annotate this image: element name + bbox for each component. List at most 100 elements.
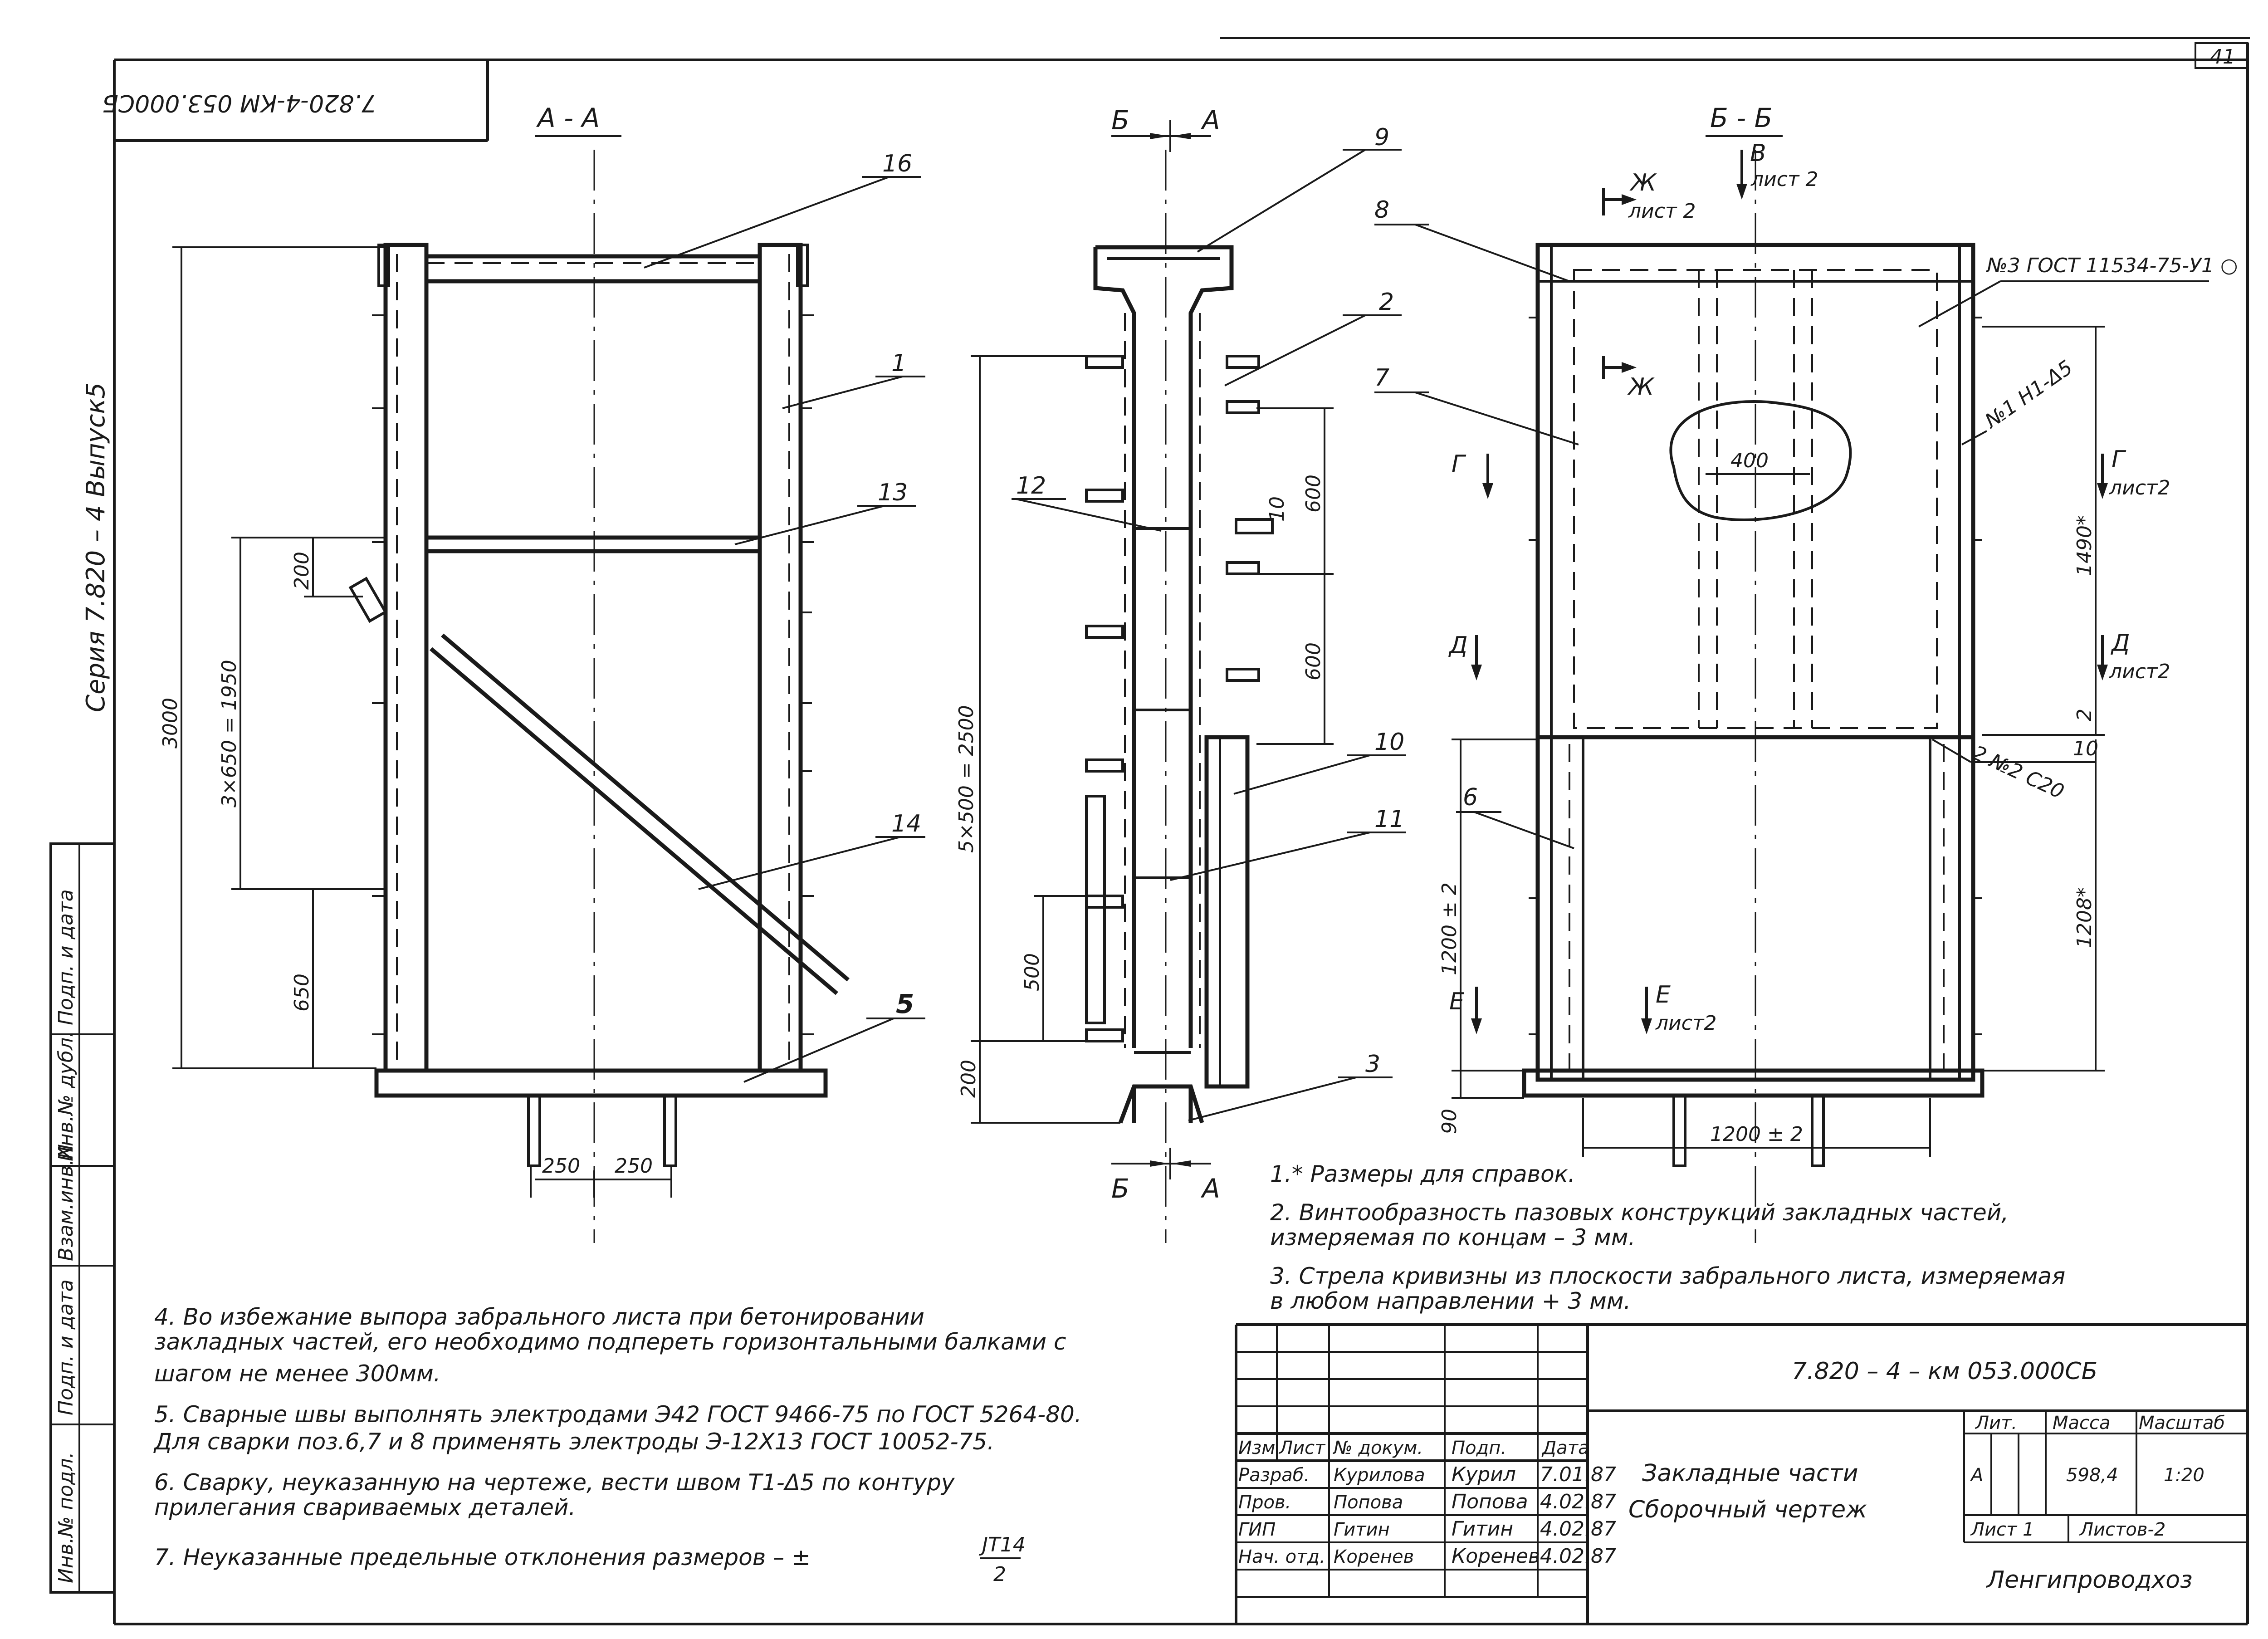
view-a-a-title: А - А	[536, 103, 600, 133]
note-6b: прилегания свариваемых деталей.	[154, 1494, 576, 1521]
bb-weld-3: 2 №2 С20	[1969, 741, 2068, 804]
tb-sign-2: Попова	[1452, 1490, 1528, 1513]
bb-section-d2-ref: лист2	[2109, 660, 2170, 683]
bb-section-e2: Е	[1656, 981, 1671, 1008]
side-stamp-3: Взам.инв.N	[54, 1144, 78, 1261]
bb-dim-400: 400	[1730, 449, 1769, 472]
tb-head-date: Дата	[1541, 1438, 1589, 1458]
side-dim-600-top: 600	[1302, 475, 1325, 513]
aa-dim-250-left: 250	[542, 1155, 580, 1178]
tb-sign-4: Коренев	[1452, 1545, 1540, 1568]
side-callout-2: 2	[1379, 289, 1394, 316]
side-stamp: Подп. и дата Инв.№ дубл. Взам.инв.N Подп…	[49, 842, 116, 1594]
note-3a: 3. Стрела кривизны из плоскости забральн…	[1270, 1263, 2065, 1289]
side-callout-11: 11	[1374, 806, 1404, 833]
tb-head-list: Лист	[1278, 1438, 1326, 1458]
side-callout-12: 12	[1016, 472, 1046, 499]
tb-name-2: Попова	[1334, 1492, 1403, 1513]
side-dim-500: 500	[1021, 953, 1044, 991]
aa-callout-1: 1	[891, 350, 906, 377]
note-2b: измеряемая по концам – 3 мм.	[1270, 1224, 1635, 1251]
bb-section-g1: Г	[1452, 450, 1466, 478]
bb-section-zh2: Ж	[1627, 373, 1655, 401]
note-6a: 6. Сварку, неуказанную на чертеже, вести…	[154, 1469, 955, 1496]
tb-role-4: Нач. отд.	[1238, 1546, 1325, 1567]
note-2a: 2. Винтообразность пазовых конструкций з…	[1270, 1199, 2009, 1226]
side-dim-10: 10	[1266, 496, 1289, 522]
bb-dim-1208: 1208*	[2073, 887, 2096, 948]
tb-scale-value: 1:20	[2164, 1465, 2204, 1486]
side-dim-200: 200	[957, 1060, 980, 1098]
bb-section-g2-ref: лист2	[2109, 476, 2170, 499]
bb-dim-2: 2	[2073, 709, 2096, 721]
tb-sign-1: Курил	[1452, 1463, 1516, 1486]
bb-section-g2: Г	[2112, 446, 2126, 473]
tb-head-doc: № докум.	[1333, 1438, 1423, 1458]
sheet-frame: 41	[113, 37, 2250, 1625]
aa-dim-3000: 3000	[159, 698, 182, 749]
aa-callout-16: 16	[882, 150, 912, 177]
note-4c: шагом не менее 300мм.	[154, 1360, 441, 1387]
tb-head-sign: Подп.	[1452, 1438, 1506, 1458]
tolerance-den: 2	[993, 1563, 1006, 1586]
tb-lit-value: А	[1970, 1465, 1983, 1486]
tb-date-4: 4.02.87	[1540, 1545, 1616, 1568]
tb-sheet: Лист 1	[1970, 1519, 2034, 1540]
aa-callout-14: 14	[891, 810, 921, 837]
bb-section-e1: Е	[1449, 988, 1464, 1015]
side-dim-600-bottom: 600	[1302, 642, 1325, 680]
tb-title-2: Сборочный чертеж	[1628, 1496, 1867, 1523]
inverted-stamp-code: 7.820-4-КМ 053.000СБ	[102, 89, 376, 117]
tb-date-1: 7.01.87	[1540, 1463, 1616, 1486]
bb-dim-1490: 1490*	[2073, 515, 2096, 576]
side-callout-9: 9	[1374, 124, 1389, 151]
view-b-b-title: Б - Б	[1710, 103, 1772, 133]
bb-section-zh1: Ж	[1629, 169, 1657, 196]
bb-section-v: В	[1750, 140, 1766, 167]
side-callout-3: 3	[1365, 1051, 1380, 1078]
tb-role-2: Пров.	[1238, 1492, 1291, 1513]
aa-callout-5: 5	[896, 988, 914, 1019]
bb-dim-1200-horiz: 1200 ± 2	[1710, 1123, 1803, 1146]
sheet-number: 41	[2210, 45, 2235, 68]
aa-dim-1950: 3×650 = 1950	[218, 660, 241, 807]
bb-dim-1200-vert: 1200 ± 2	[1438, 882, 1461, 975]
note-7: 7. Неуказанные предельные отклонения раз…	[154, 1544, 811, 1571]
title-block: Изм Лист № докум. Подп. Дата Разраб. Кур…	[1235, 1323, 2248, 1624]
view-side: Б А	[955, 105, 1406, 1243]
notes-right: 1.* Размеры для справок. 2. Винтообразно…	[1270, 1161, 2065, 1314]
side-dim-2500: 5×500 = 2500	[955, 705, 978, 853]
tb-head-izm: Изм	[1238, 1438, 1275, 1458]
bb-weld-2: №1 Н1-Δ5	[1980, 356, 2077, 433]
tb-sign-3: Гитин	[1452, 1517, 1513, 1541]
bb-section-d2: Д	[2111, 630, 2130, 657]
bb-section-zh1-ref: лист 2	[1628, 200, 1696, 223]
tb-org: Ленгипроводхоз	[1986, 1566, 2193, 1594]
aa-dim-250-right: 250	[615, 1155, 653, 1178]
view-b-b: Б - Б 400	[1374, 103, 2238, 1243]
side-stamp-1: Подп. и дата	[54, 889, 78, 1025]
tb-lit-label: Лит.	[1975, 1413, 2017, 1434]
bb-callout-8: 8	[1374, 196, 1389, 224]
tb-doc-code: 7.820 – 4 – км 053.000СБ	[1792, 1358, 2097, 1385]
view-a-a: А - А	[159, 103, 925, 1243]
bb-weld-3-size: 10	[2073, 737, 2098, 760]
tb-role-3: ГИП	[1238, 1519, 1276, 1540]
aa-dim-200: 200	[290, 552, 313, 590]
tb-date-3: 4.02.87	[1540, 1517, 1616, 1541]
note-5a: 5. Сварные швы выполнять электродами Э42…	[154, 1401, 1082, 1428]
notes-left: 4. Во избежание выпора забрального листа…	[153, 1304, 1082, 1586]
note-4a: 4. Во избежание выпора забрального листа…	[154, 1304, 924, 1330]
series-label: Серия 7.820 – 4 Выпуск5	[81, 382, 111, 712]
note-5b: Для сварки поз.6,7 и 8 применять электро…	[153, 1429, 994, 1455]
note-1: 1.* Размеры для справок.	[1270, 1161, 1575, 1187]
aa-dim-650: 650	[290, 974, 313, 1012]
tb-name-1: Курилова	[1334, 1465, 1425, 1486]
note-4b: закладных частей, его необходимо подпере…	[154, 1329, 1066, 1355]
note-3b: в любом направлении + 3 мм.	[1270, 1288, 1631, 1314]
tb-scale-label: Масштаб	[2139, 1413, 2225, 1434]
aa-callout-13: 13	[878, 479, 908, 506]
side-stamp-5: Инв.№ подл.	[54, 1452, 78, 1583]
tb-mass-value: 598,4	[2066, 1465, 2118, 1486]
